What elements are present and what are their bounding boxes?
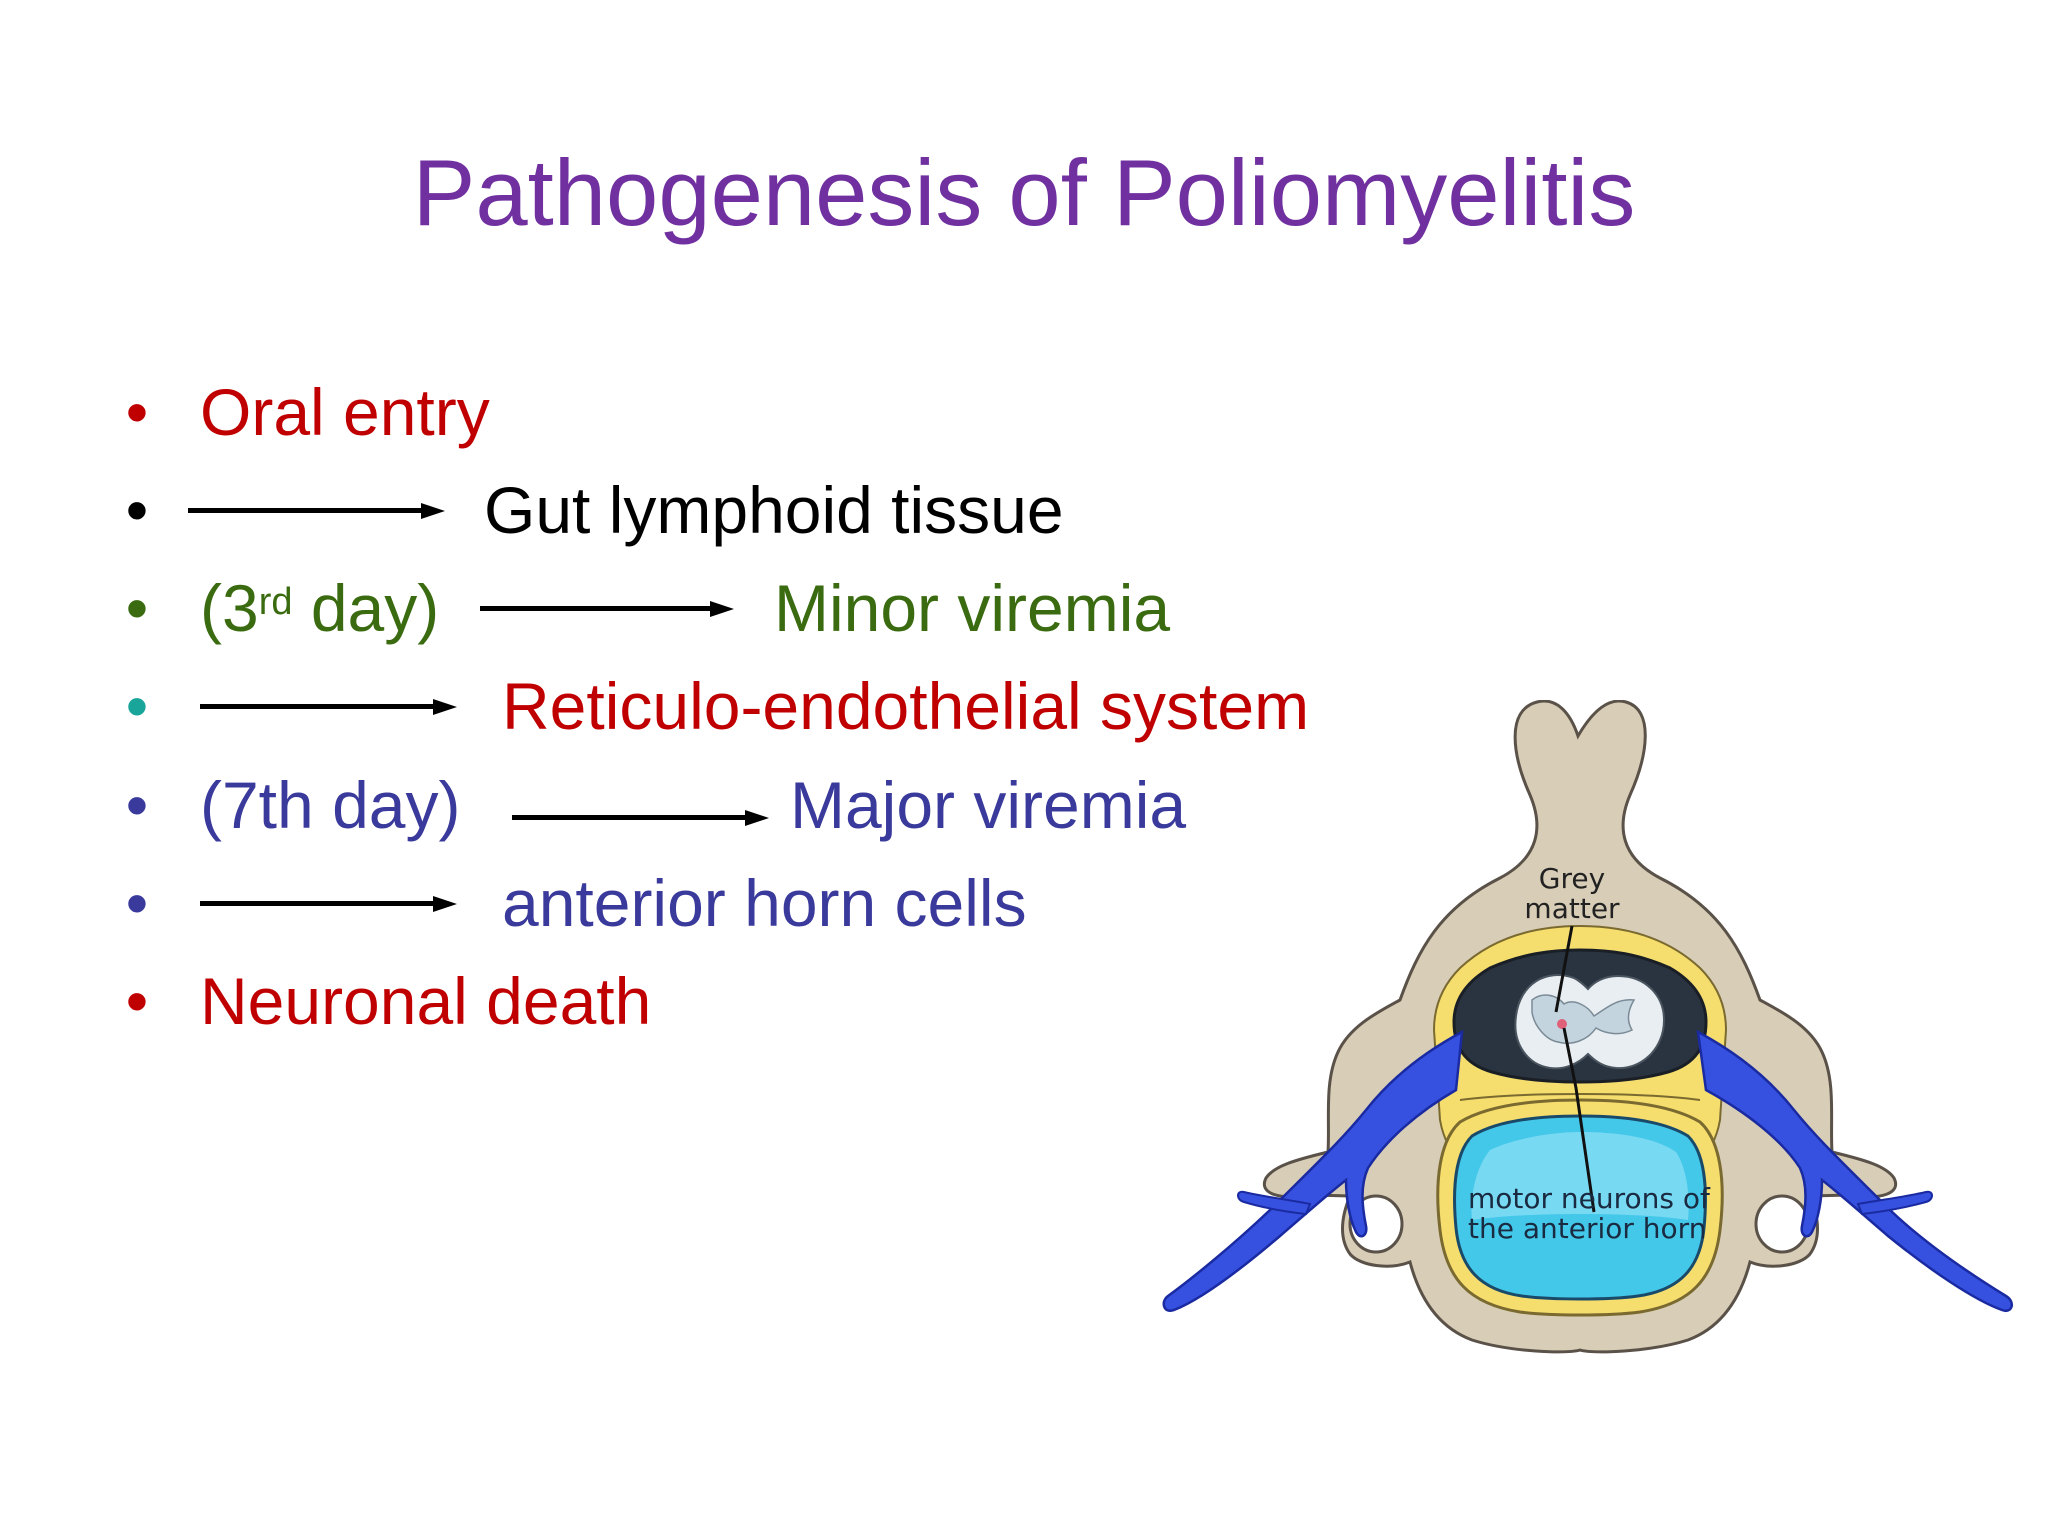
transverse-foramen-right bbox=[1754, 1194, 1810, 1254]
arrow-icon bbox=[512, 810, 769, 826]
motor-neurons-label: motor neurons of the anterior horn bbox=[1468, 1182, 1710, 1245]
bullet-prefix: (3rd day) bbox=[200, 571, 440, 645]
bullet-list: • Oral entry • Gut lymphoid tissue • (3r… bbox=[0, 0, 1400, 1100]
bullet-dot: • bbox=[125, 376, 149, 448]
bullet-dot: • bbox=[125, 965, 149, 1037]
bullet-dot: • bbox=[125, 867, 149, 939]
csf-highlight bbox=[1471, 1132, 1689, 1220]
nerve-left bbox=[1162, 1029, 1464, 1313]
arrow-icon bbox=[480, 601, 734, 617]
nerve-right bbox=[1696, 1029, 2014, 1313]
list-item: • (7th day) Major viremia bbox=[0, 760, 1400, 850]
list-item: • Neuronal death bbox=[0, 956, 1400, 1046]
dural-sac-outline bbox=[1459, 1093, 1701, 1101]
nerve-right-branch bbox=[1856, 1190, 1933, 1216]
bullet-target: Gut lymphoid tissue bbox=[484, 473, 1064, 547]
bullet-text: Oral entry bbox=[200, 375, 490, 449]
bullet-target: Minor viremia bbox=[774, 571, 1171, 645]
arrow-icon bbox=[200, 896, 457, 912]
grey-matter-label: Grey matter bbox=[1524, 862, 1620, 925]
vertebra-cross-section-figure: Grey matter motor neurons of the anterio… bbox=[1160, 699, 2048, 1360]
list-item: • Gut lymphoid tissue bbox=[0, 465, 1400, 555]
list-item: • (3rd day) Minor viremia bbox=[0, 563, 1400, 653]
vertebra-illustration bbox=[1162, 699, 2014, 1354]
nerve-left-branch bbox=[1237, 1190, 1312, 1216]
list-item: • anterior horn cells bbox=[0, 858, 1400, 948]
list-item: • Reticulo-endothelial system bbox=[0, 661, 1400, 751]
bullet-target: Reticulo-endothelial system bbox=[502, 669, 1310, 743]
bullet-target: Major viremia bbox=[790, 768, 1187, 842]
bullet-dot: • bbox=[125, 474, 149, 546]
arrow-icon bbox=[200, 699, 457, 715]
bullet-text: Neuronal death bbox=[200, 964, 652, 1038]
motor-neuron-spot bbox=[1557, 1019, 1567, 1029]
bullet-prefix: (7th day) bbox=[200, 768, 461, 842]
list-item: • Oral entry bbox=[0, 367, 1400, 457]
ordinal-suffix: rd bbox=[258, 581, 293, 623]
grey-matter-pointer bbox=[1554, 925, 1574, 1013]
bullet-dot: • bbox=[125, 769, 149, 841]
arrow-icon bbox=[188, 503, 445, 519]
bullet-target: anterior horn cells bbox=[502, 866, 1027, 940]
slide-title: Pathogenesis of Poliomyelitis bbox=[412, 140, 1636, 245]
bullet-dot: • bbox=[125, 670, 149, 742]
motor-neuron-pointer bbox=[1562, 1027, 1596, 1213]
bullet-dot: • bbox=[125, 572, 149, 644]
